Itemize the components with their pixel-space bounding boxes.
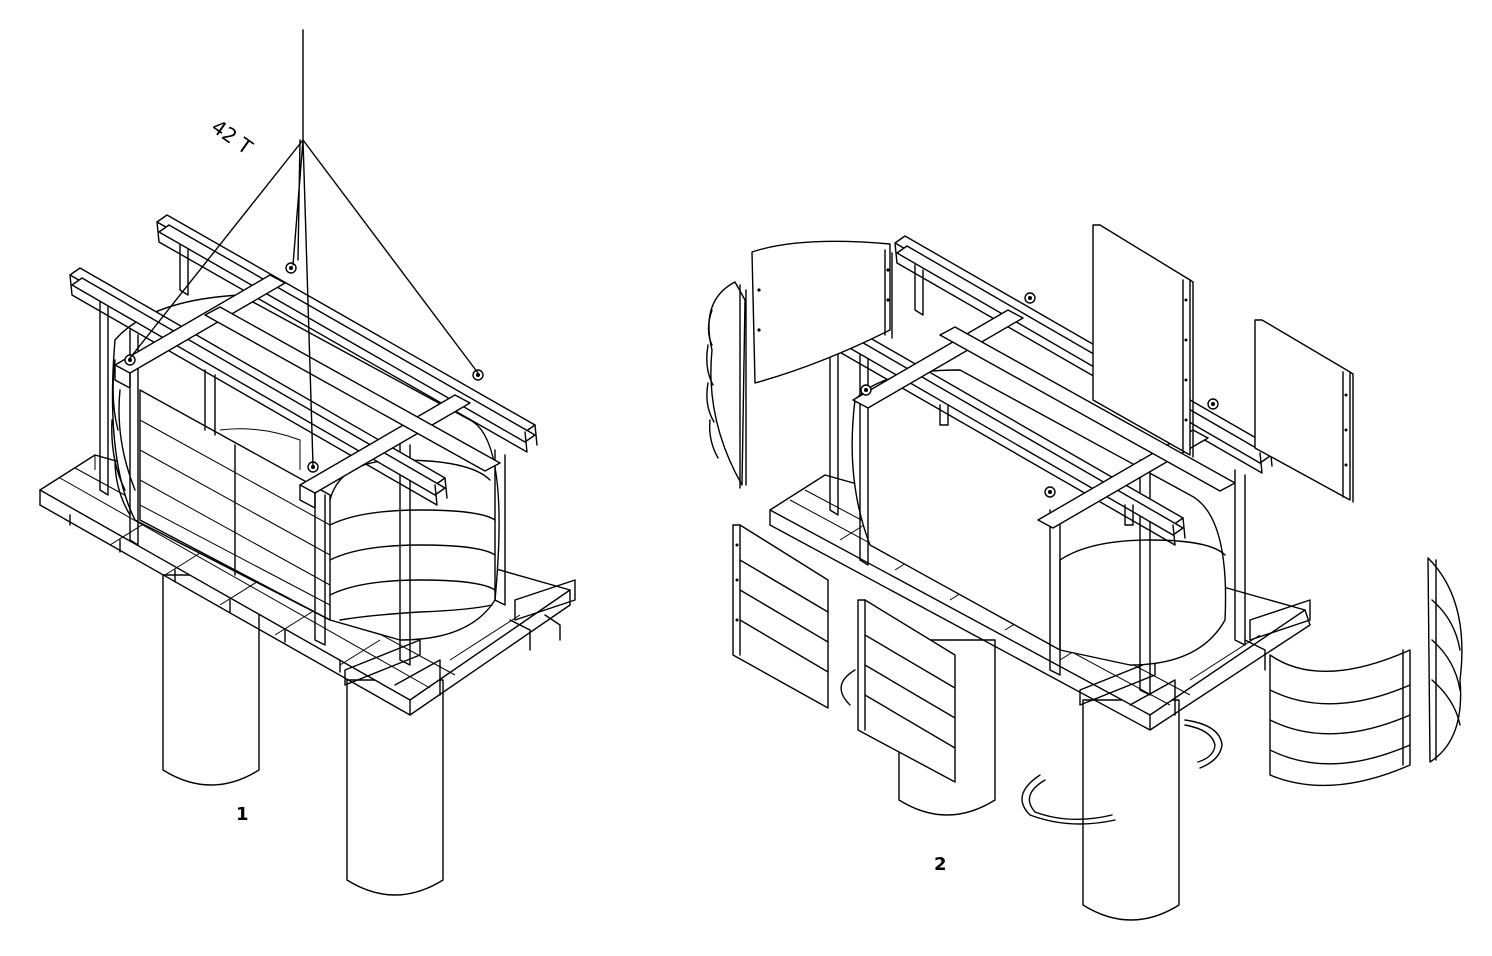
figure-2-exploded-formwork: 2: [706, 224, 1463, 921]
right-pile-column: [346, 679, 444, 896]
figure-1-assembled-formwork: 42 T 1: [39, 29, 576, 896]
load-annotation: 42 T: [207, 114, 257, 159]
figure-2-label: 2: [934, 854, 947, 875]
removed-ribbed-panel-lower-left: [732, 524, 829, 709]
lifting-slings: [129, 29, 479, 466]
top-lifting-frame: [69, 214, 538, 509]
flat-side-panel: [139, 389, 331, 621]
fig2-right-pile-column: [1082, 699, 1180, 921]
fig2-lifting-lugs: [860, 292, 1219, 526]
removed-curved-ribbed-panel-left: [706, 281, 747, 489]
figure-1-label: 1: [236, 804, 249, 825]
removed-curved-ribbed-panel-lower-right: [1269, 649, 1411, 787]
removed-flat-panel-right: [1254, 319, 1354, 503]
removed-ring-segment-right: [1184, 719, 1223, 769]
left-pile-column: [162, 574, 260, 786]
fig2-vertical-posts: [829, 264, 1246, 696]
removed-flat-panel-upper: [1092, 224, 1194, 458]
removed-ribbed-panel-lower-mid: [840, 599, 956, 783]
vertical-posts: [99, 244, 506, 666]
lifting-lugs: [124, 262, 484, 473]
removed-curved-panel-top: [751, 240, 893, 384]
removed-ring-segment-front: [1021, 774, 1116, 825]
removed-curved-panel-far-right: [1427, 557, 1463, 763]
